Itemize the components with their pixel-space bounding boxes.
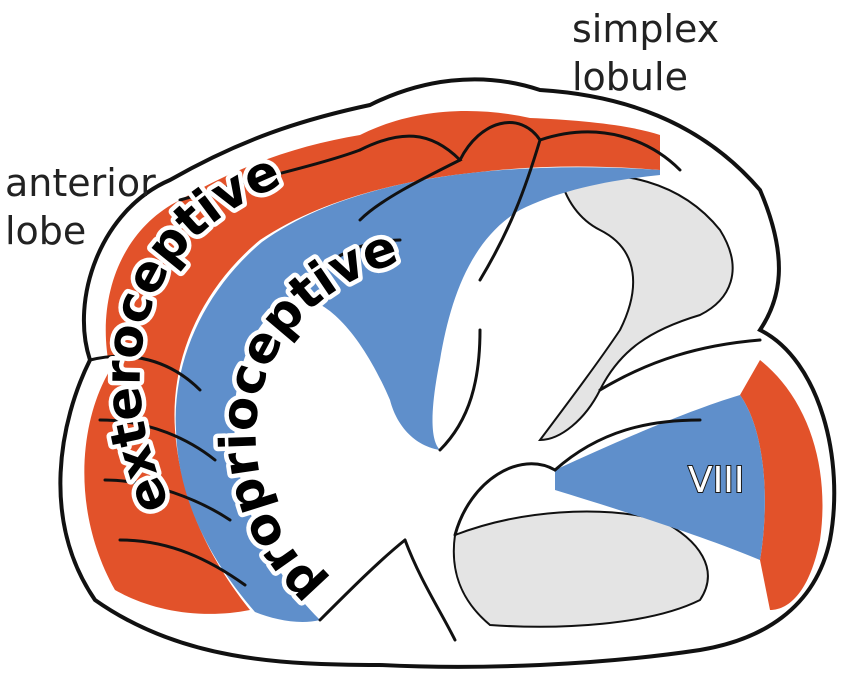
lobule-viii-proprio-band xyxy=(555,395,765,560)
lobule-viii-label: VIII xyxy=(688,460,744,501)
lobule-viii-extero-band xyxy=(740,360,823,610)
simplex-label-line1: simplex xyxy=(572,7,719,51)
anterior-label-line1: anterior xyxy=(5,161,156,205)
simplex-label-line2: lobule xyxy=(572,55,688,99)
simplex-grey-region xyxy=(537,172,734,442)
inferior-grey-region xyxy=(452,510,709,628)
anterior-label-line2: lobe xyxy=(5,209,86,253)
folia-lines xyxy=(88,121,762,642)
anterior-exteroceptive-band xyxy=(84,111,660,614)
anterior-proprioceptive-band xyxy=(175,167,661,623)
